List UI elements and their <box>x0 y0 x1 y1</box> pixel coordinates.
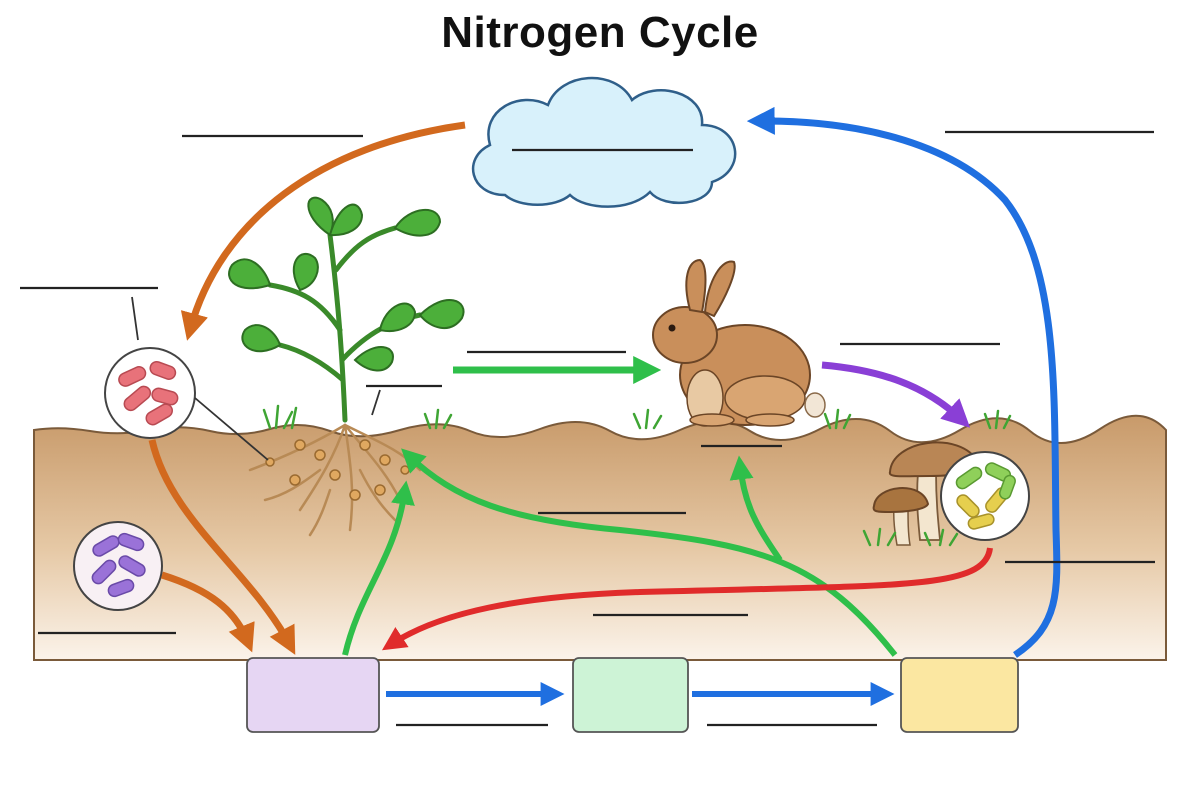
arrow-soil-bacteria-to-box1 <box>160 571 255 653</box>
arrow-decomposer-to-box1 <box>381 547 993 651</box>
arrow-atmosphere-to-nodule <box>180 121 466 341</box>
cloud-icon <box>472 76 737 208</box>
plant-icon <box>228 196 1012 537</box>
bacteria-icon-decomposer <box>940 451 1030 541</box>
box-stage-2 <box>572 657 689 733</box>
box-stage-1 <box>246 657 380 733</box>
diagram-title: Nitrogen Cycle <box>441 8 759 57</box>
arrow-box1-to-roots <box>342 480 415 656</box>
pointer-lines <box>131 296 381 461</box>
arrow-nodule-to-box1 <box>148 439 296 655</box>
soil-ground <box>33 414 1167 661</box>
arrow-rabbit-to-decomposer <box>821 361 971 428</box>
rabbit-icon <box>652 258 826 427</box>
bacteria-icon-soil <box>73 521 163 611</box>
arrow-box3-to-atmosphere <box>746 106 1061 658</box>
bacteria-icon-nodule <box>104 347 196 439</box>
arrow-to-rabbit-ground <box>729 455 783 562</box>
box-stage-3 <box>900 657 1019 733</box>
